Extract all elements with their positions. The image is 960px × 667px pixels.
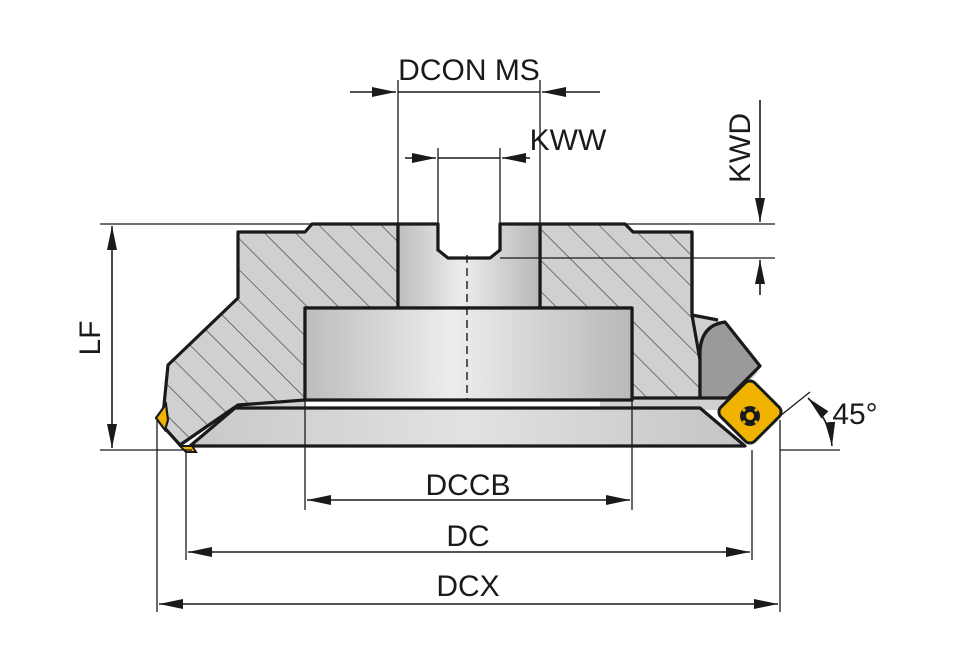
cutting-insert: [717, 379, 783, 445]
outer-flank: [690, 232, 719, 322]
keyway-slot: [436, 224, 502, 260]
dim-lf: LF: [74, 223, 312, 451]
dim-dc: DC: [185, 450, 753, 560]
label-dcon-ms: DCON MS: [398, 54, 540, 87]
label-dccb: DCCB: [425, 469, 510, 502]
dim-dcx: DCX: [156, 420, 781, 612]
insert-screw-hole: [746, 412, 754, 420]
dim-kwd: KWD: [500, 100, 775, 295]
label-dcx: DCX: [436, 570, 499, 603]
bottom-face: [188, 406, 747, 448]
left-insert-tip: [154, 401, 170, 433]
label-lf: LF: [74, 320, 107, 355]
label-kwd: KWD: [724, 113, 757, 183]
chip-pocket: [698, 320, 762, 400]
left-insert-bottom: [177, 445, 198, 453]
dim-dcon-ms: DCON MS: [350, 54, 600, 224]
center-bore: [188, 222, 747, 448]
dim-dccb: DCCB: [304, 400, 633, 510]
screw-torx-icon: [742, 408, 758, 424]
label-dc: DC: [446, 520, 489, 553]
counterbore: [303, 306, 634, 402]
insert-pocket: [690, 232, 762, 400]
dim-angle: 45°: [774, 391, 878, 451]
label-kww: KWW: [530, 124, 607, 157]
label-angle: 45°: [832, 398, 877, 431]
dim-kww: KWW: [405, 124, 607, 224]
